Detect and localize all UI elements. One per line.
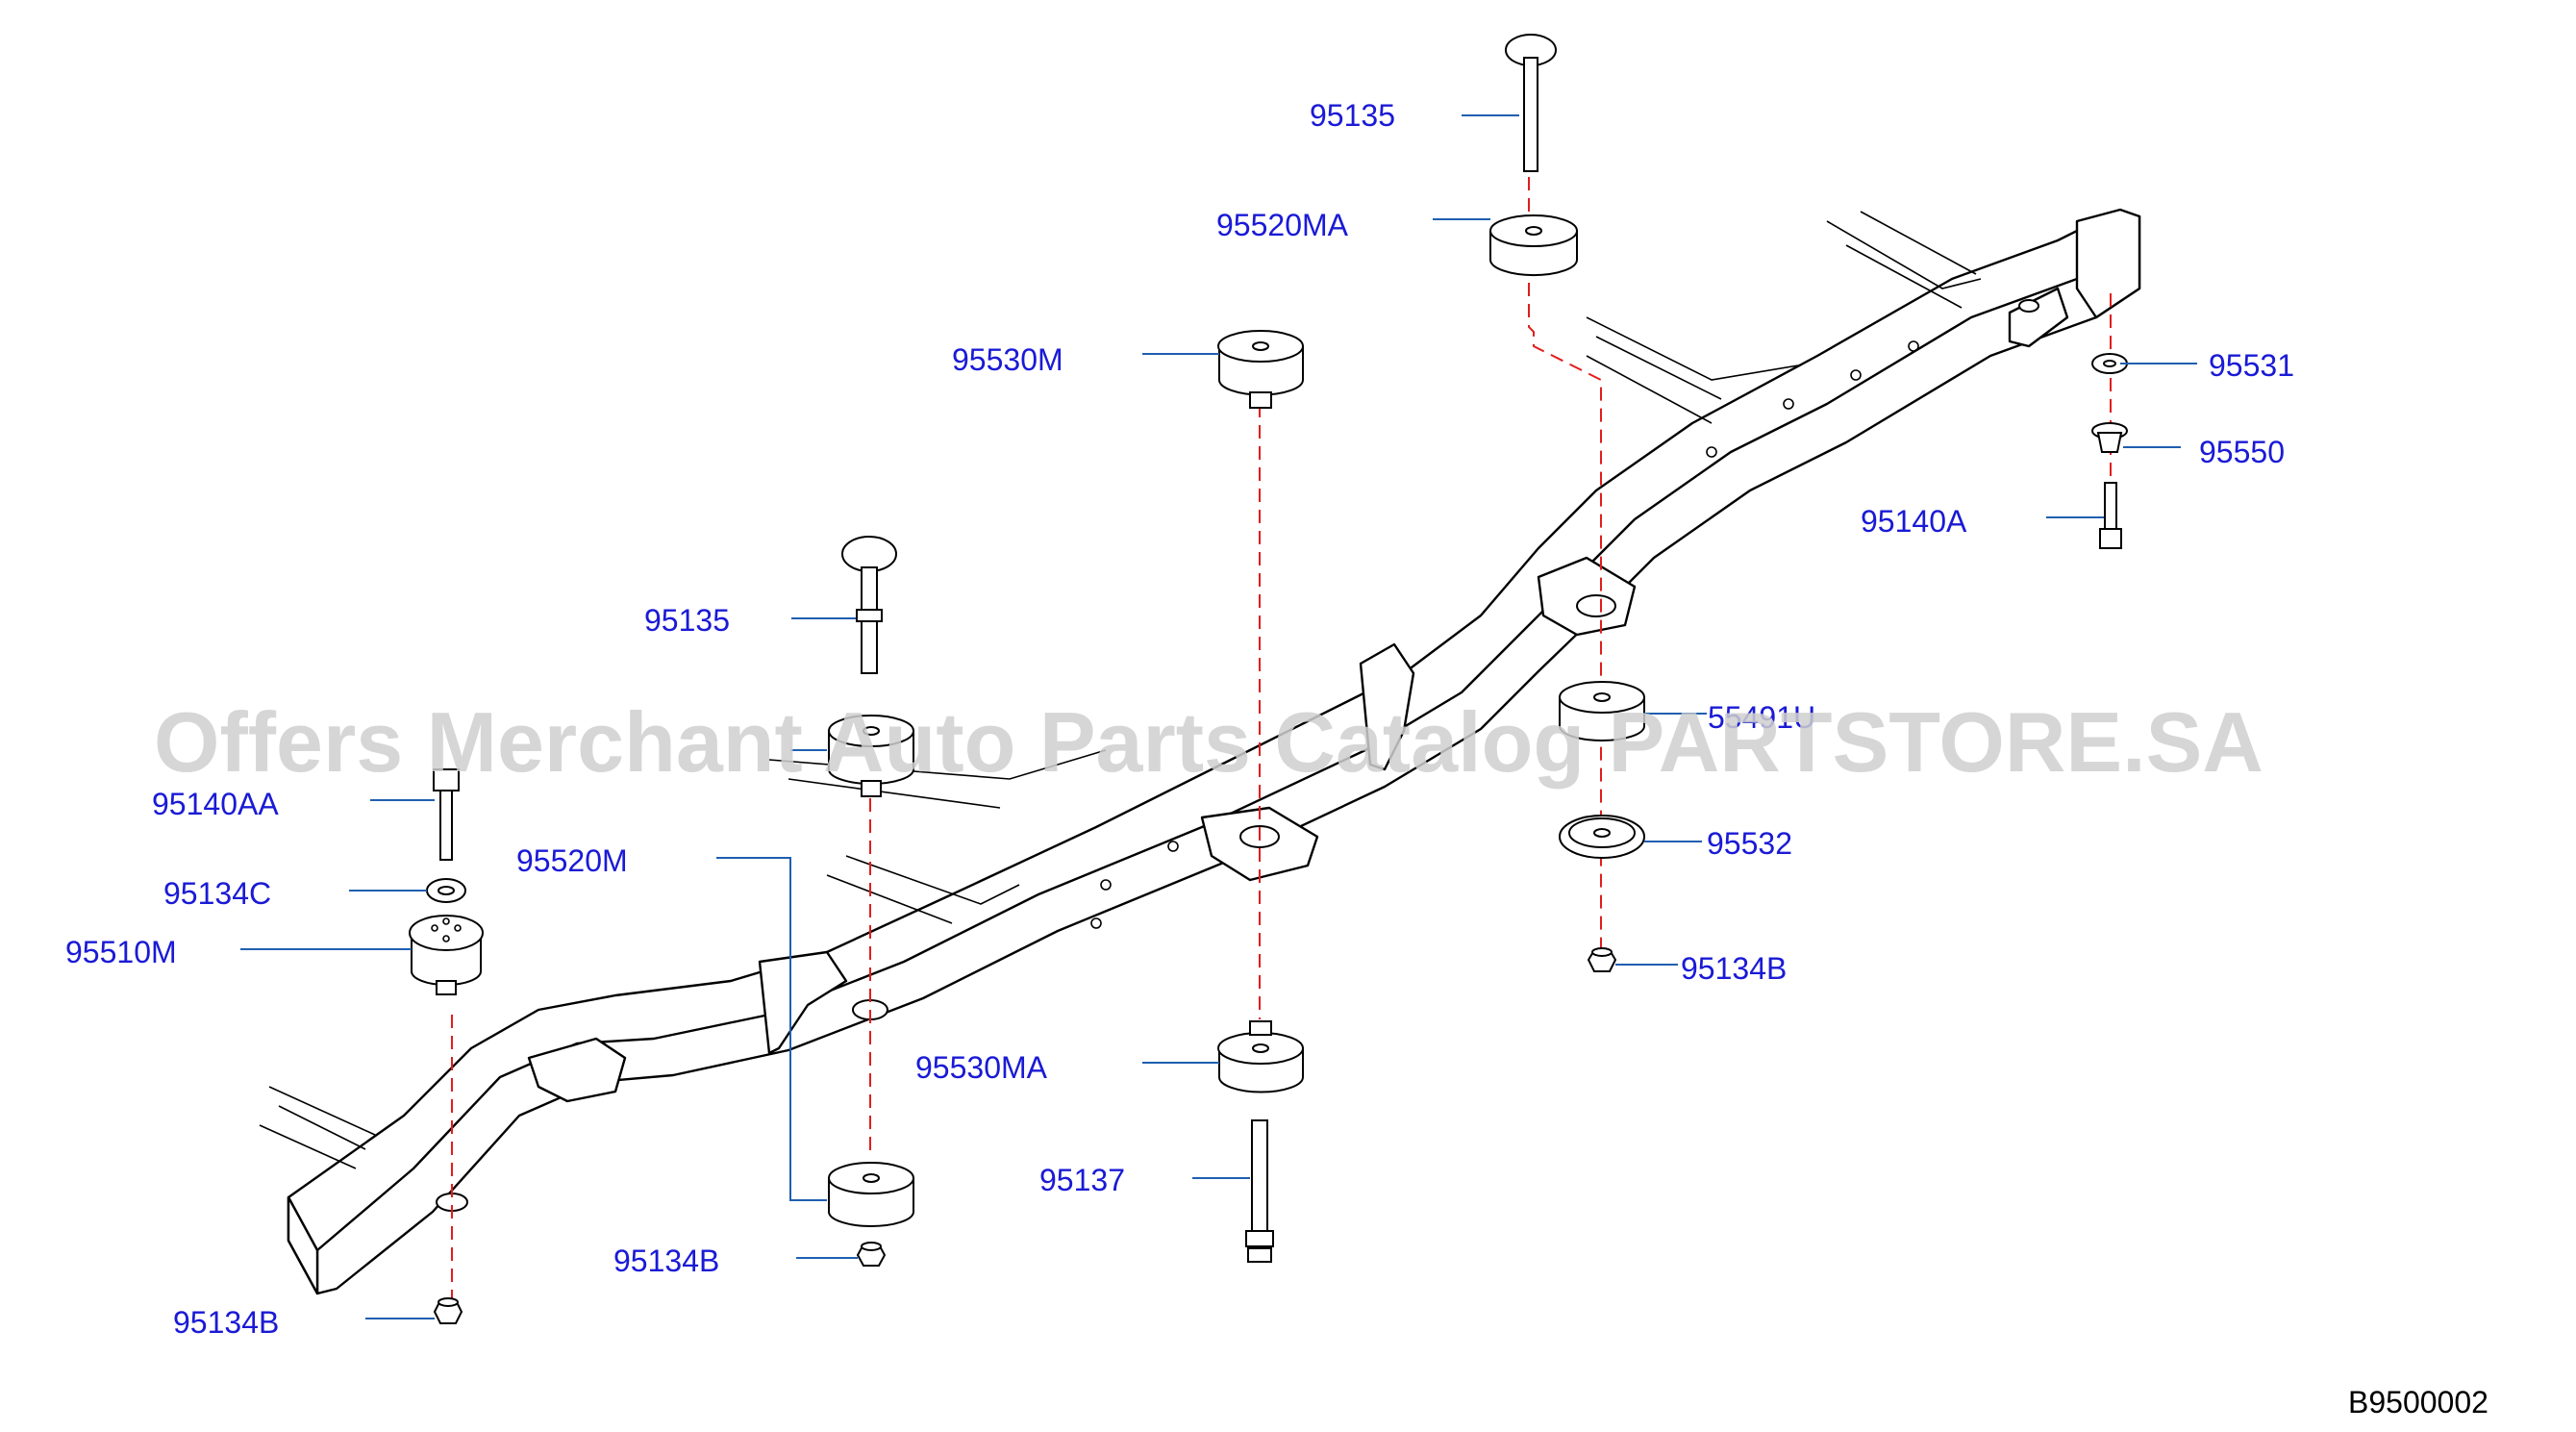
part-cushion-95520M-lower <box>828 1162 914 1227</box>
label-95510M[interactable]: 95510M <box>65 935 177 969</box>
part-washer-95134C <box>426 878 466 903</box>
label-95134C[interactable]: 95134C <box>163 876 271 911</box>
centerlines <box>451 135 2112 1298</box>
part-cushion-95510M <box>409 915 484 995</box>
part-collar-95550 <box>2091 422 2128 453</box>
part-labels: 95135 95520MA 95530M 95531 95550 95140A … <box>65 98 2294 1340</box>
label-95134B-left[interactable]: 95134B <box>173 1305 279 1340</box>
diagram-id: B9500002 <box>2348 1385 2488 1419</box>
label-95532[interactable]: 95532 <box>1707 826 1792 861</box>
leader-lines <box>240 114 2197 1319</box>
label-95135-top[interactable]: 95135 <box>1310 98 1395 133</box>
part-cushion-95520M-upper <box>828 715 914 797</box>
part-nut-95134B-right <box>1587 947 1617 972</box>
part-bolt-95137 <box>1245 1119 1274 1263</box>
label-95140A[interactable]: 95140A <box>1861 504 1967 539</box>
label-95134B-right[interactable]: 95134B <box>1681 951 1787 986</box>
part-nut-95134B-mid <box>856 1242 887 1267</box>
part-bolt-95135-top <box>1505 34 1557 172</box>
label-95520MA[interactable]: 95520MA <box>1216 208 1349 242</box>
part-nut-95134B-left <box>433 1297 463 1324</box>
label-95530M[interactable]: 95530M <box>952 342 1063 377</box>
label-95135-mid[interactable]: 95135 <box>644 603 730 638</box>
part-cushion-55491U <box>1559 681 1645 741</box>
part-washer-95532 <box>1559 815 1645 859</box>
part-bolt-95135-mid <box>841 536 897 674</box>
part-cushion-95520MA <box>1489 214 1578 277</box>
label-95137[interactable]: 95137 <box>1039 1163 1125 1197</box>
label-95550[interactable]: 95550 <box>2199 435 2285 469</box>
part-cushion-95530MA <box>1217 1020 1304 1093</box>
chassis-frame <box>259 208 2141 1295</box>
label-95140AA[interactable]: 95140AA <box>152 787 279 821</box>
label-55491U[interactable]: 55491U <box>1708 700 1815 735</box>
label-95134B-mid[interactable]: 95134B <box>613 1244 719 1278</box>
label-95530MA[interactable]: 95530MA <box>915 1050 1048 1085</box>
watermark-text: Offers Merchant Auto Parts Catalog PARTS… <box>154 694 2263 790</box>
part-cushion-95530M <box>1217 330 1304 409</box>
part-bolt-95140A <box>2099 482 2122 549</box>
label-95531[interactable]: 95531 <box>2209 348 2294 383</box>
part-washer-95531 <box>2091 353 2128 374</box>
label-95520M[interactable]: 95520M <box>516 843 628 878</box>
part-bolt-95140AA <box>433 768 460 861</box>
